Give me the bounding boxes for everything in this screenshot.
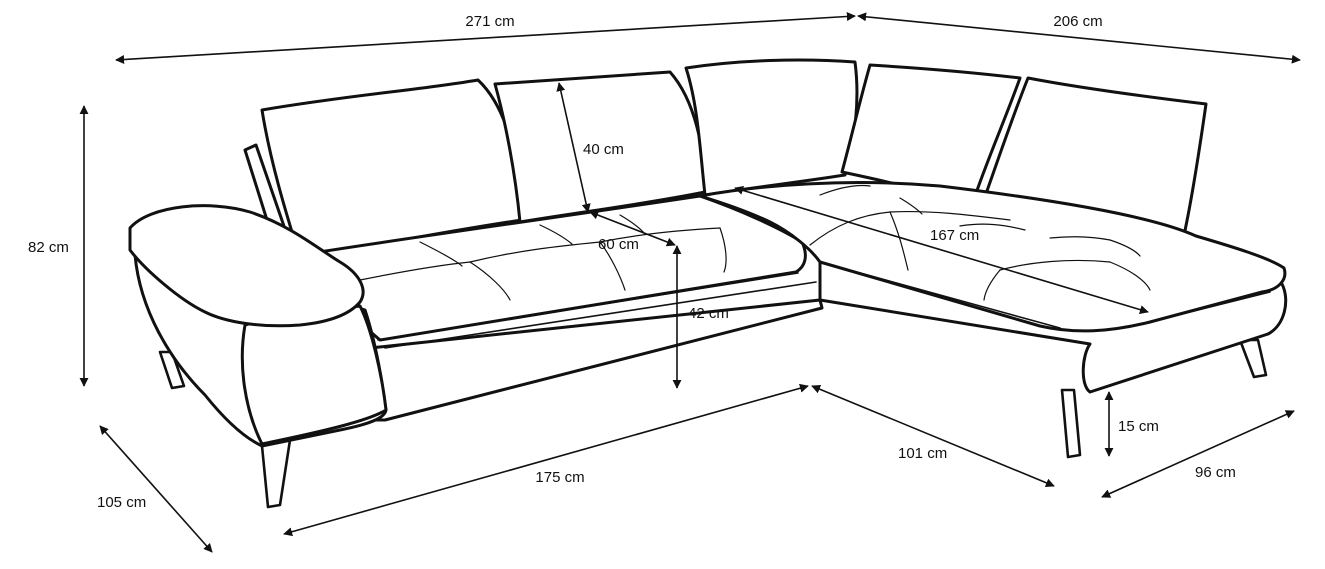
label-side-depth: 105 cm [97, 494, 146, 511]
dim-line-chaise-length [734, 186, 1149, 314]
sofa-drawing [128, 58, 1288, 509]
label-chaise-width: 96 cm [1195, 464, 1236, 481]
dim-line-cushion-height [556, 82, 591, 213]
dim-line-front-length [283, 383, 809, 537]
label-leg-height: 15 cm [1118, 418, 1159, 435]
label-chaise-front-depth: 101 cm [898, 445, 947, 462]
leg-front-mid [1060, 388, 1082, 459]
dim-line-seat-depth [589, 210, 676, 247]
label-top-left-width: 271 cm [465, 13, 514, 30]
label-total-height: 82 cm [28, 239, 69, 256]
label-front-length: 175 cm [535, 469, 584, 486]
label-seat-height: 42 cm [688, 305, 729, 322]
dimension-labels: 271 cm 206 cm 82 cm 40 cm 60 cm 167 cm 4… [28, 13, 1236, 511]
label-seat-depth: 60 cm [598, 236, 639, 253]
sofa-legs [158, 338, 1268, 509]
label-chaise-length: 167 cm [930, 227, 979, 244]
dim-line-side-depth [99, 425, 213, 553]
label-top-right-width: 206 cm [1053, 13, 1102, 30]
dim-line-chaise-front-depth [811, 384, 1055, 488]
label-cushion-height: 40 cm [583, 141, 624, 158]
leg-front-left [260, 438, 292, 509]
dim-line-top-right [857, 12, 1301, 64]
dim-line-top-left [115, 11, 856, 65]
back-cushions [243, 58, 1208, 260]
dimension-lines [79, 11, 1301, 553]
back-cushion-3 [684, 58, 859, 197]
leg-right [1238, 338, 1268, 379]
armrest-top [128, 204, 365, 328]
dim-line-chaise-width [1101, 410, 1295, 498]
leg-back-left [158, 350, 186, 390]
